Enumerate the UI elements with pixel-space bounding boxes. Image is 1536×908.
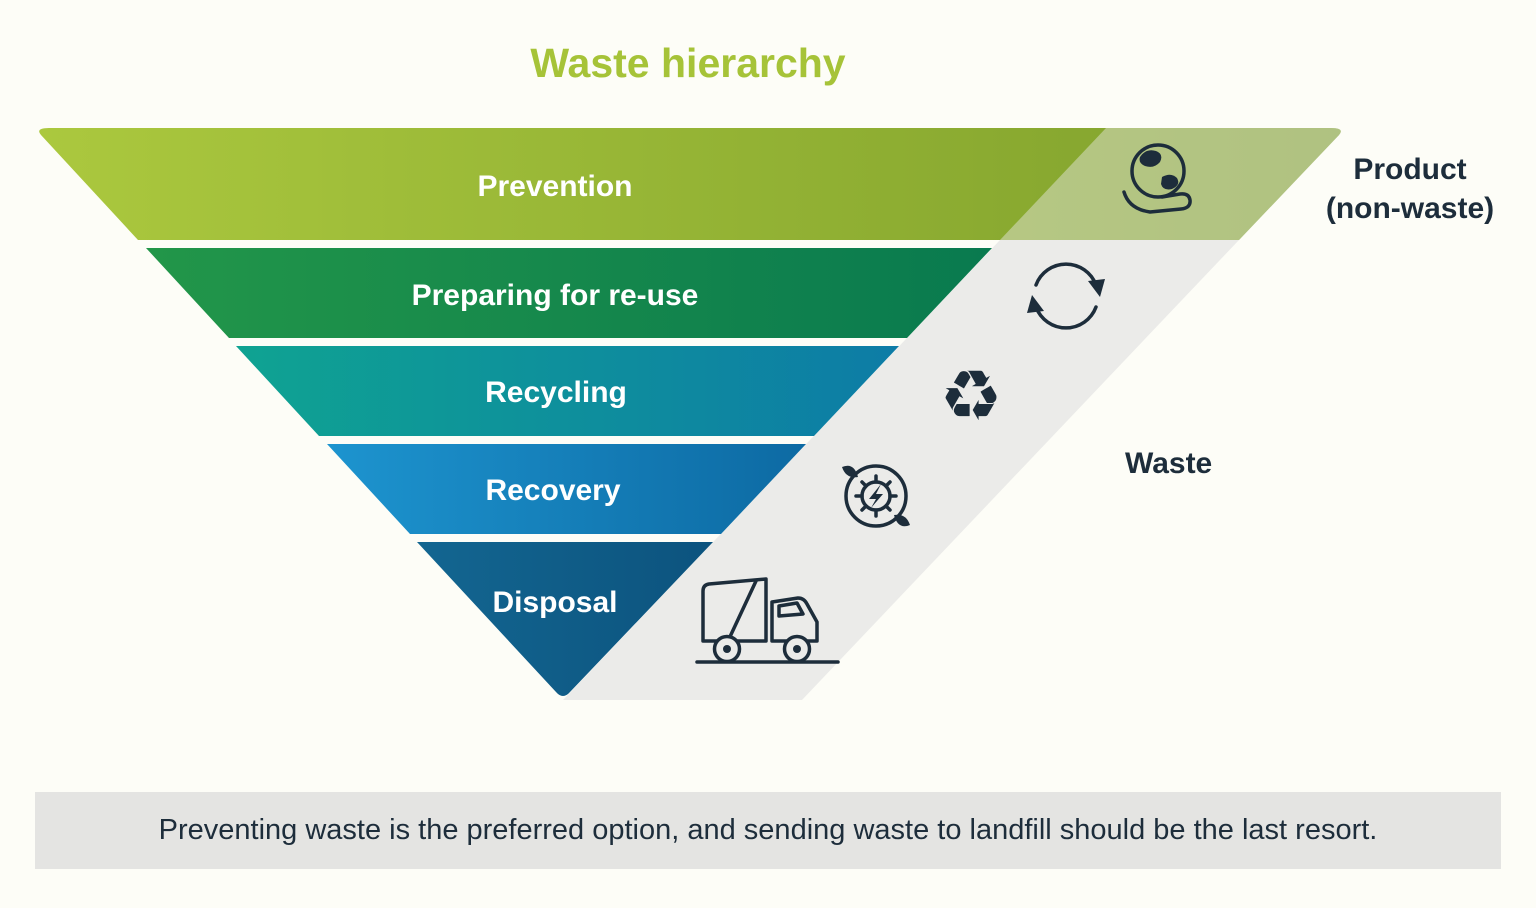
earth-land-2 xyxy=(1161,174,1179,190)
band-recovery-shape xyxy=(327,444,806,534)
recycling-icon: ♻ xyxy=(940,357,1003,435)
band-disposal-label: Disposal xyxy=(492,586,617,619)
hand-shape xyxy=(1122,190,1192,214)
cycle-arc-bottom xyxy=(1034,305,1098,330)
band-preparing-label: Preparing for re-use xyxy=(412,279,699,312)
truck-body-strut xyxy=(726,579,758,643)
band-preparing-shape xyxy=(146,248,992,338)
truck-hub-rear xyxy=(723,645,731,653)
earth-land-1 xyxy=(1139,150,1162,167)
band-prevention-shape xyxy=(39,128,1341,240)
reuse-cycle-icon xyxy=(1027,262,1105,330)
energy-recovery-icon xyxy=(842,464,910,528)
leaf-top xyxy=(842,465,858,478)
earth-globe xyxy=(1130,143,1186,199)
waste-stream-band xyxy=(563,240,1239,700)
diagram-title: Waste hierarchy xyxy=(530,40,846,86)
cycle-arc-top xyxy=(1034,262,1098,287)
cycle-arrow-bottom xyxy=(1027,295,1044,313)
band-prevention-label: Prevention xyxy=(477,170,632,203)
gear-teeth xyxy=(854,474,898,518)
gear-outer-ring xyxy=(844,464,908,528)
caption-text: Preventing waste is the preferred option… xyxy=(158,814,1378,846)
leaf-bottom xyxy=(894,514,910,527)
lightning-bolt xyxy=(869,484,883,508)
band-recycling-shape xyxy=(236,346,899,436)
product-non-waste-label: Product (non-waste) xyxy=(1300,150,1520,228)
band-recycling-label: Recycling xyxy=(485,376,627,409)
band-recovery: Recovery xyxy=(327,444,806,534)
product-label-line2: (non-waste) xyxy=(1325,192,1495,225)
waste-hierarchy-funnel: Prevention Preparing for re-use Recyclin… xyxy=(39,128,1341,700)
band-disposal: Disposal xyxy=(417,542,713,696)
cycle-arrow-top xyxy=(1088,279,1105,297)
garbage-truck-icon xyxy=(695,577,840,664)
caption-bar: Preventing waste is the preferred option… xyxy=(35,792,1501,869)
truck-hub-front xyxy=(793,645,801,653)
truck-cab xyxy=(770,596,819,643)
band-recovery-label: Recovery xyxy=(485,474,620,507)
band-prevention: Prevention xyxy=(39,128,1341,240)
waste-label: Waste xyxy=(1125,447,1213,480)
truck-body xyxy=(701,577,768,643)
truck-window xyxy=(777,601,805,618)
band-recycling: Recycling xyxy=(236,346,899,436)
product-label-line1: Product xyxy=(1353,153,1467,186)
band-disposal-shape xyxy=(417,542,713,696)
band-preparing-for-reuse: Preparing for re-use xyxy=(146,248,992,338)
earth-hand-icon xyxy=(1122,143,1192,214)
